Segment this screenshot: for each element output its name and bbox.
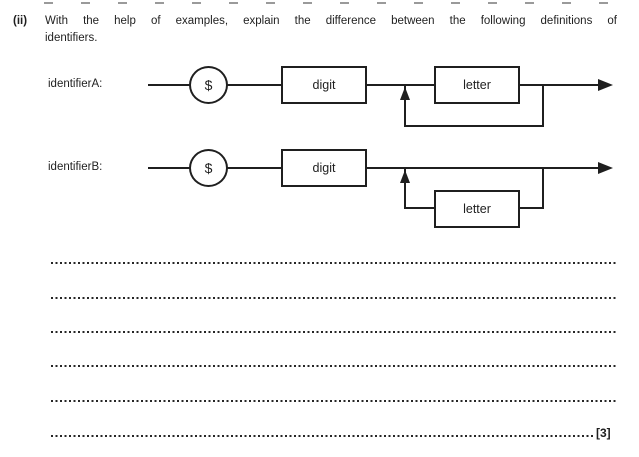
diagram-a-terminal-symbol: $ xyxy=(204,77,213,93)
diagram-a-digit-box: digit xyxy=(281,66,367,104)
diagram-a-letter-box: letter xyxy=(434,66,520,104)
diagram-a-label: identifierA: xyxy=(48,78,103,90)
scan-artifact-line xyxy=(44,2,619,4)
diagram-a-letter-label: letter xyxy=(463,78,491,92)
answer-line xyxy=(51,400,617,402)
marks-badge: [3] xyxy=(596,426,611,440)
diagram-a-repeat-loop xyxy=(404,86,544,127)
diagram-b-terminal-symbol: $ xyxy=(204,160,213,176)
answer-line xyxy=(51,297,617,299)
answer-line xyxy=(51,262,617,264)
diagram-b-letter-label: letter xyxy=(463,202,491,216)
question-text: With the help of examples, explain the d… xyxy=(45,13,617,47)
question-text-line1: With the help of examples, explain the d… xyxy=(45,15,617,27)
diagram-a-main-line xyxy=(148,84,600,86)
diagram-a-terminal-circle: $ xyxy=(189,66,228,104)
diagram-b-end-arrow-icon xyxy=(598,162,613,174)
question-text-line2: identifiers. xyxy=(45,32,98,44)
question-number: (ii) xyxy=(13,15,28,27)
diagram-b-letter-box: letter xyxy=(434,190,520,228)
diagram-b-loop-arrow-up-icon xyxy=(400,170,410,183)
answer-line xyxy=(51,435,594,437)
diagram-a-loop-arrow-up-icon xyxy=(400,87,410,100)
answer-line xyxy=(51,331,617,333)
diagram-b-label: identifierB: xyxy=(48,161,103,173)
diagram-a-end-arrow-icon xyxy=(598,79,613,91)
diagram-a-digit-label: digit xyxy=(312,78,336,92)
diagram-b-digit-box: digit xyxy=(281,149,367,187)
question-header: (ii) With the help of examples, explain … xyxy=(13,13,617,47)
diagram-b-main-line xyxy=(148,167,600,169)
diagram-b-digit-label: digit xyxy=(312,161,336,175)
diagram-b-terminal-circle: $ xyxy=(189,149,228,187)
answer-line xyxy=(51,365,617,367)
